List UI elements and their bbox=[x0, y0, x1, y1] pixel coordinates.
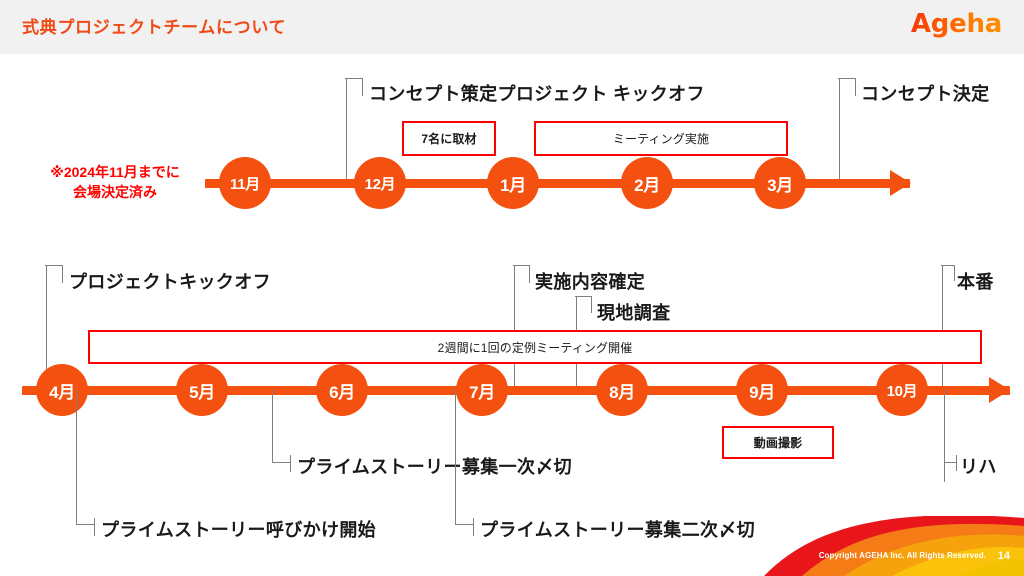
leader-tick-content-fixed bbox=[529, 265, 530, 283]
leader-h-concept-decision bbox=[838, 78, 856, 79]
footer-decoration bbox=[724, 516, 1024, 576]
leader-v-second-deadline bbox=[455, 390, 456, 525]
leader-h-story-call bbox=[76, 524, 95, 525]
callout-concept-decision: コンセプト決定 bbox=[861, 84, 990, 104]
leader-v-content-fixed bbox=[514, 265, 515, 390]
leader-v-first-deadline bbox=[272, 390, 273, 463]
timeline1-node-2[interactable]: 2月 bbox=[621, 157, 673, 209]
leader-tick-main-event bbox=[954, 265, 955, 281]
leader-v-concept-kickoff bbox=[346, 78, 347, 183]
venue-note-line2: 会場決定済み bbox=[73, 184, 157, 201]
leader-h-second-deadline bbox=[455, 524, 474, 525]
callout-project-kickoff: プロジェクトキックオフ bbox=[69, 272, 271, 292]
timeline2-node-7[interactable]: 7月 bbox=[456, 364, 508, 416]
box-video-shoot: 動画撮影 bbox=[722, 426, 834, 459]
leader-tick-concept-kickoff bbox=[362, 78, 363, 96]
box-meeting-held: ミーティング実施 bbox=[534, 121, 788, 156]
page-number: 14 bbox=[997, 550, 1010, 562]
box-biweekly-meeting: 2週間に1回の定例ミーティング開催 bbox=[88, 330, 982, 364]
callout-first-deadline: プライムストーリー募集一次〆切 bbox=[297, 457, 573, 477]
leader-h-first-deadline bbox=[272, 462, 291, 463]
copyright-text: Copyright AGEHA Inc. All Rights Reserved… bbox=[818, 551, 986, 560]
leader-tick-site-survey bbox=[591, 296, 592, 313]
timeline2-node-9[interactable]: 9月 bbox=[736, 364, 788, 416]
timeline1-node-3[interactable]: 3月 bbox=[754, 157, 806, 209]
callout-site-survey: 現地調査 bbox=[597, 303, 671, 323]
leader-h-rehearsal bbox=[944, 462, 957, 463]
leader-tick-rehearsal bbox=[956, 455, 957, 471]
timeline1-arrow-head bbox=[890, 170, 911, 196]
leader-v-main-event bbox=[942, 265, 943, 390]
callout-second-deadline: プライムストーリー募集二次〆切 bbox=[480, 520, 756, 540]
timeline2-node-6[interactable]: 6月 bbox=[316, 364, 368, 416]
leader-tick-project-kickoff bbox=[62, 265, 63, 283]
leader-h-concept-kickoff bbox=[345, 78, 363, 79]
leader-v-rehearsal bbox=[944, 390, 945, 482]
box-interview-7-people: 7名に取材 bbox=[402, 121, 496, 156]
timeline2-node-5[interactable]: 5月 bbox=[176, 364, 228, 416]
callout-main-event: 本番 bbox=[957, 272, 994, 292]
leader-v-story-call bbox=[76, 390, 77, 525]
leader-tick-story-call bbox=[94, 518, 95, 536]
leader-v-concept-decision bbox=[839, 78, 840, 183]
timeline2-node-8[interactable]: 8月 bbox=[596, 364, 648, 416]
leader-v-project-kickoff bbox=[46, 265, 47, 390]
timeline1-axis bbox=[205, 179, 910, 188]
leader-h-main-event bbox=[941, 265, 955, 266]
leader-h-content-fixed bbox=[513, 265, 530, 266]
timeline1-node-12[interactable]: 12月 bbox=[354, 157, 406, 209]
timeline2-node-4[interactable]: 4月 bbox=[36, 364, 88, 416]
page-title: 式典プロジェクトチームについて bbox=[22, 18, 287, 37]
leader-tick-second-deadline bbox=[473, 518, 474, 536]
leader-tick-first-deadline bbox=[290, 455, 291, 472]
leader-h-project-kickoff bbox=[45, 265, 63, 266]
callout-concept-kickoff: コンセプト策定プロジェクト キックオフ bbox=[369, 84, 705, 104]
callout-story-call: プライムストーリー呼びかけ開始 bbox=[101, 520, 377, 540]
timeline2-axis bbox=[22, 386, 1010, 395]
timeline1-node-1[interactable]: 1月 bbox=[487, 157, 539, 209]
timeline2-arrow-head bbox=[989, 377, 1010, 403]
ageha-logo: Ageha bbox=[910, 9, 1002, 39]
callout-rehearsal: リハ bbox=[960, 457, 997, 477]
venue-note-line1: ※2024年11月までに bbox=[50, 164, 180, 180]
leader-tick-concept-decision bbox=[855, 78, 856, 96]
header-band bbox=[0, 0, 1024, 54]
callout-content-fixed: 実施内容確定 bbox=[535, 272, 646, 292]
venue-note: ※2024年11月までに 会場決定済み bbox=[20, 162, 210, 203]
timeline2-node-10[interactable]: 10月 bbox=[876, 364, 928, 416]
timeline1-node-11[interactable]: 11月 bbox=[219, 157, 271, 209]
leader-h-site-survey bbox=[575, 296, 592, 297]
